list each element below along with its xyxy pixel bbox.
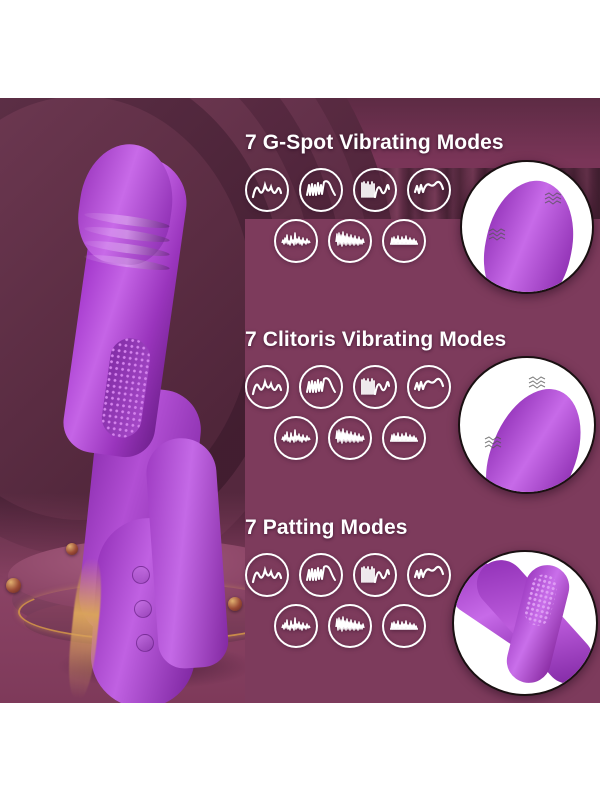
- mode-button[interactable]: [134, 600, 152, 618]
- section-heading-g-spot: 7 G-Spot Vibrating Modes: [245, 131, 504, 154]
- waveform-noise-icon[interactable]: [274, 604, 318, 648]
- vibration-lines-icon: [484, 436, 502, 449]
- decorative-berry: [66, 543, 78, 555]
- waveform-flat-noise-icon[interactable]: [382, 219, 426, 263]
- section-heading-patting: 7 Patting Modes: [245, 516, 408, 539]
- intensity-button[interactable]: [136, 634, 154, 652]
- waveform-noise-icon[interactable]: [274, 416, 318, 460]
- rabbit-vibrator-product-photo: [36, 138, 256, 703]
- vibration-lines-icon: [528, 376, 546, 389]
- decorative-berry: [6, 578, 21, 593]
- icon-row-top: [245, 365, 600, 409]
- section-heading-clitoris: 7 Clitoris Vibrating Modes: [245, 328, 507, 351]
- waveform-burst-icon[interactable]: [353, 553, 397, 597]
- waveform-sine-icon[interactable]: [245, 553, 289, 597]
- waveform-spiky-icon[interactable]: [299, 553, 343, 597]
- icon-row-top: [245, 553, 600, 597]
- waveform-flat-noise-icon[interactable]: [382, 416, 426, 460]
- waveform-sine-icon[interactable]: [245, 365, 289, 409]
- waveform-dense-icon[interactable]: [328, 416, 372, 460]
- waveform-rolling-icon[interactable]: [407, 168, 451, 212]
- waveform-dense-icon[interactable]: [328, 219, 372, 263]
- inset-photo-clitoris-tip: [458, 356, 596, 494]
- waveform-dense-icon[interactable]: [328, 604, 372, 648]
- inset-photo-dual-arms: [452, 550, 598, 696]
- waveform-flat-noise-icon[interactable]: [382, 604, 426, 648]
- decorative-berry: [228, 597, 242, 611]
- waveform-rolling-icon[interactable]: [407, 553, 451, 597]
- waveform-spiky-icon[interactable]: [299, 365, 343, 409]
- waveform-sine-icon[interactable]: [245, 168, 289, 212]
- vibration-lines-icon: [488, 228, 506, 241]
- waveform-rolling-icon[interactable]: [407, 365, 451, 409]
- inset-photo-gspot-tip: [460, 160, 594, 294]
- waveform-burst-icon[interactable]: [353, 365, 397, 409]
- waveform-spiky-icon[interactable]: [299, 168, 343, 212]
- power-button[interactable]: [132, 566, 150, 584]
- vibration-lines-icon: [544, 192, 562, 205]
- scene: 7 G-Spot Vibrating Modes: [0, 98, 600, 703]
- waveform-noise-icon[interactable]: [274, 219, 318, 263]
- icon-row-top: [245, 168, 600, 212]
- waveform-burst-icon[interactable]: [353, 168, 397, 212]
